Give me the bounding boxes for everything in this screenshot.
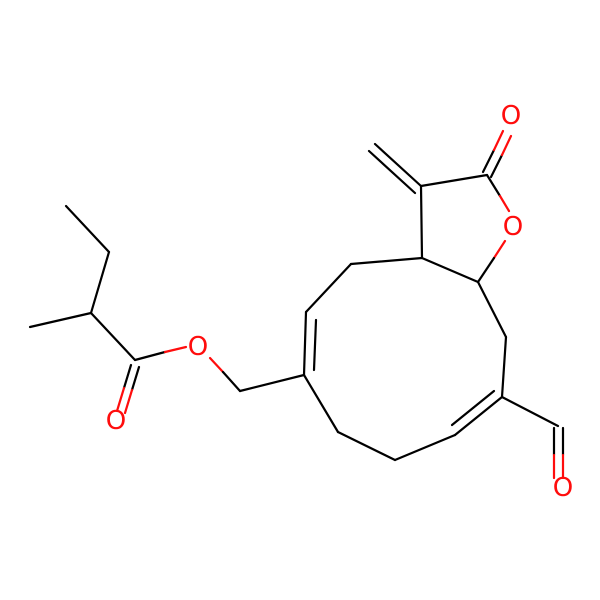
bond-alpha-carbonyl [89, 311, 137, 362]
bonds [28, 129, 565, 480]
bond-lactone-o-c5 [476, 256, 496, 284]
bond-lactone-co-2 [489, 153, 504, 179]
bond-ring-c4-c5 [420, 256, 480, 284]
bond-methylene-1 [373, 142, 423, 188]
atom-labels: O O O O O [106, 101, 573, 503]
bond-ester-carbonyl-1o [115, 386, 126, 413]
bond-ch2-ring [238, 373, 306, 393]
bond-ring-c1-c2 [302, 310, 308, 377]
atom-o-ring: O [503, 212, 523, 242]
oxygen-label: O [188, 332, 208, 362]
bond-ring-c5-c6 [476, 280, 508, 339]
oxygen-label: O [553, 473, 573, 503]
bond-lactone-c12-o-red [498, 194, 511, 213]
bond-lactone-co-2o [500, 134, 513, 157]
atom-o-aldehyde: O [553, 473, 573, 503]
bond-ester-carbonyl-1 [122, 363, 133, 390]
atom-o-ester: O [188, 332, 208, 362]
bond-lactone-c12-o [485, 173, 502, 198]
bond-ring-c6-c7 [500, 335, 508, 399]
bond-aldehyde-c [500, 395, 560, 428]
bond-ring-c3-c4 [349, 256, 424, 266]
bond-ring-c8-c9 [393, 433, 457, 462]
bond-alpha-methyl [28, 311, 93, 329]
oxygen-label: O [106, 406, 126, 436]
bond-o-ch2 [221, 370, 242, 393]
oxygen-label: O [501, 101, 521, 131]
atom-o-ester-carbonyl: O [106, 406, 126, 436]
bond-ring-c1-c2-double [312, 318, 318, 372]
bond-o-ch2-red [208, 356, 225, 374]
bond-lactone-co-1o [492, 129, 505, 152]
bond-ring-c10-c1 [302, 373, 340, 434]
oxygen-label: O [503, 212, 523, 242]
bond-ring-c7-c8-double [450, 389, 496, 427]
bond-carbonyl-o-red [163, 345, 188, 354]
bond-lactone-o-c5-red [492, 239, 507, 260]
bond-lactone-c11-c12 [419, 173, 489, 188]
atom-o-carbonyl-lactone: O [501, 101, 521, 131]
bond-ethyl-ch2 [89, 250, 111, 315]
bond-ester-carbonyl-2o [123, 388, 134, 415]
bond-ester-carbonyl-2 [130, 365, 141, 392]
bond-lactone-c4-c11 [419, 184, 424, 260]
bond-ethyl-ch3 [64, 204, 111, 254]
bond-ring-c9-c10 [336, 430, 397, 462]
bond-carbonyl-o [133, 350, 167, 362]
bond-ring-c7-c8 [453, 395, 504, 437]
bond-methylene-2 [367, 149, 417, 195]
bond-ring-c2-c3 [304, 262, 353, 314]
bond-lactone-co-1 [481, 148, 496, 174]
